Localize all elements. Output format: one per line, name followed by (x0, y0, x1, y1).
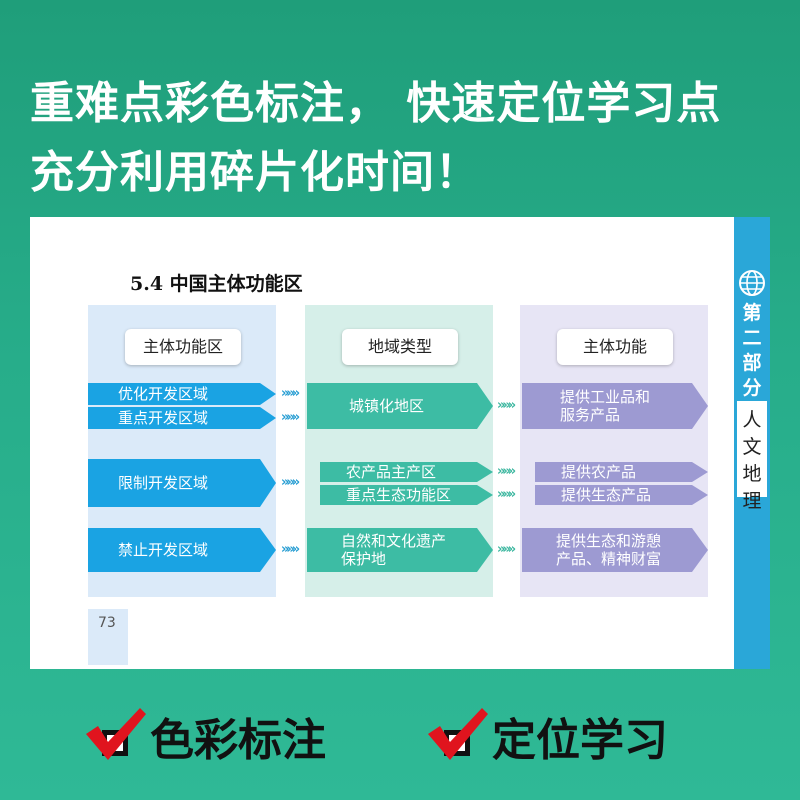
function-ecological-products: 提供生态产品 (535, 485, 708, 505)
chevron-arrow: »»» (281, 386, 300, 401)
column-header-functions: 主体功能 (557, 329, 673, 365)
zone-prohibited-development: 禁止开发区域 (88, 528, 276, 572)
chevron-arrow: »»» (281, 410, 300, 425)
topic-label-box: 人 文 地 理 (737, 401, 767, 512)
section-title: 5.4 中国主体功能区 (130, 273, 303, 295)
chevron-arrow: »»» (497, 542, 516, 557)
red-check-icon (428, 708, 488, 760)
feature-label-locate-learning: 定位学习 (492, 715, 668, 766)
function-agricultural-products: 提供农产品 (535, 462, 708, 482)
region-ecological-function: 重点生态功能区 (320, 485, 493, 505)
chevron-arrow: »»» (497, 398, 516, 413)
function-ecological-recreation-spiritual: 提供生态和游憩 产品、精神财富 (522, 528, 708, 572)
function-industrial-service-products: 提供工业品和 服务产品 (522, 383, 708, 429)
column-header-regions: 地域类型 (342, 329, 458, 365)
globe-icon (739, 270, 765, 296)
headline-line-2: 充分利用碎片化时间！ (30, 147, 480, 198)
chevron-arrow: »»» (281, 542, 300, 557)
side-tab: 第 二 部 分 人 文 地 理 (734, 217, 770, 669)
chevron-arrow: »»» (497, 487, 516, 502)
region-agricultural: 农产品主产区 (320, 462, 493, 482)
topic-label: 人 文 地 理 (742, 409, 762, 512)
chevron-arrow: »»» (497, 464, 516, 479)
region-urbanized: 城镇化地区 (307, 383, 493, 429)
zone-restricted-development: 限制开发区域 (88, 459, 276, 507)
feature-label-color-marking: 色彩标注 (150, 715, 326, 766)
chevron-arrow: »»» (281, 475, 300, 490)
zone-key-development: 重点开发区域 (88, 407, 276, 429)
feature-color-marking: 色彩标注 (82, 708, 347, 768)
page-number: 73 (98, 615, 116, 631)
book-page: 5.4 中国主体功能区 主体功能区 地域类型 主体功能 优化开发区域 重点开发区… (30, 217, 770, 669)
red-check-icon (86, 708, 146, 760)
headline-line-1: 重难点彩色标注， 快速定位学习点 (30, 78, 722, 129)
column-header-zones: 主体功能区 (125, 329, 241, 365)
part-label: 第 二 部 分 (742, 302, 762, 399)
zone-optimized-development: 优化开发区域 (88, 383, 276, 405)
feature-locate-learning: 定位学习 (424, 708, 694, 768)
page-number-box: 73 (88, 609, 128, 665)
region-natural-cultural-heritage: 自然和文化遗产 保护地 (307, 528, 493, 572)
